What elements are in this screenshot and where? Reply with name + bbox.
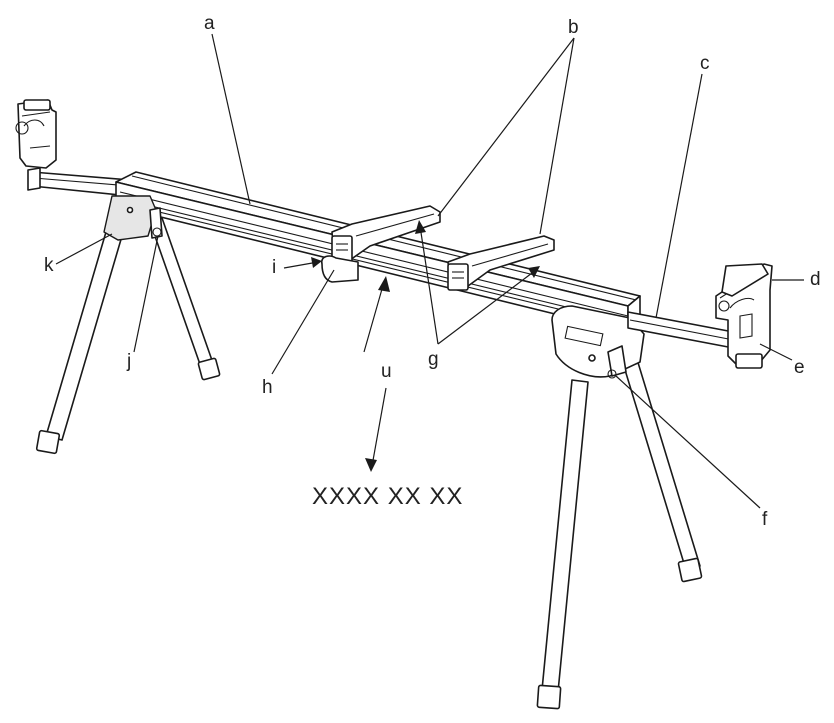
arrowhead-g-2 (528, 266, 540, 278)
label-a: a (204, 13, 215, 34)
label-b: b (568, 17, 579, 38)
right-leg-bracket (551, 305, 645, 379)
leader-u-code (371, 387, 387, 467)
left-extension-arm (27, 167, 131, 197)
label-d: d (810, 269, 821, 290)
label-e: e (794, 357, 805, 378)
left-mounting-bracket (320, 205, 441, 283)
left-leg-rear (149, 217, 221, 381)
leader-c (655, 73, 703, 319)
leader-e (759, 343, 793, 361)
right-leg-rear (621, 355, 703, 583)
arrowheads (311, 220, 540, 472)
leader-j (133, 235, 159, 353)
leader-g-1 (419, 225, 439, 345)
leader-u (363, 281, 385, 353)
label-u: u (381, 361, 392, 382)
label-j: j (127, 351, 132, 372)
leader-b-1 (437, 37, 575, 217)
label-k: k (44, 255, 54, 276)
leader-g-2 (437, 269, 537, 345)
label-g: g (428, 349, 439, 370)
label-f: f (762, 509, 768, 530)
left-leg-bracket (103, 195, 163, 241)
leader-lines (55, 33, 804, 509)
label-i: i (272, 257, 277, 278)
left-end-support (15, 99, 57, 169)
arrowhead-u (378, 276, 390, 292)
leader-b-2 (539, 37, 575, 235)
leader-f (615, 375, 761, 509)
right-mounting-bracket (447, 235, 555, 291)
leader-k (55, 233, 113, 265)
arrowhead-g-1 (415, 220, 426, 234)
label-h: h (262, 377, 273, 398)
part-code: XXXX XX XX (312, 483, 464, 510)
label-c: c (700, 53, 710, 74)
leader-h (271, 269, 335, 375)
arrowhead-u-code (365, 458, 377, 472)
right-end-support (715, 263, 773, 369)
leader-a (211, 33, 251, 205)
right-leg-front (536, 379, 589, 710)
arrowhead-i (311, 257, 322, 268)
